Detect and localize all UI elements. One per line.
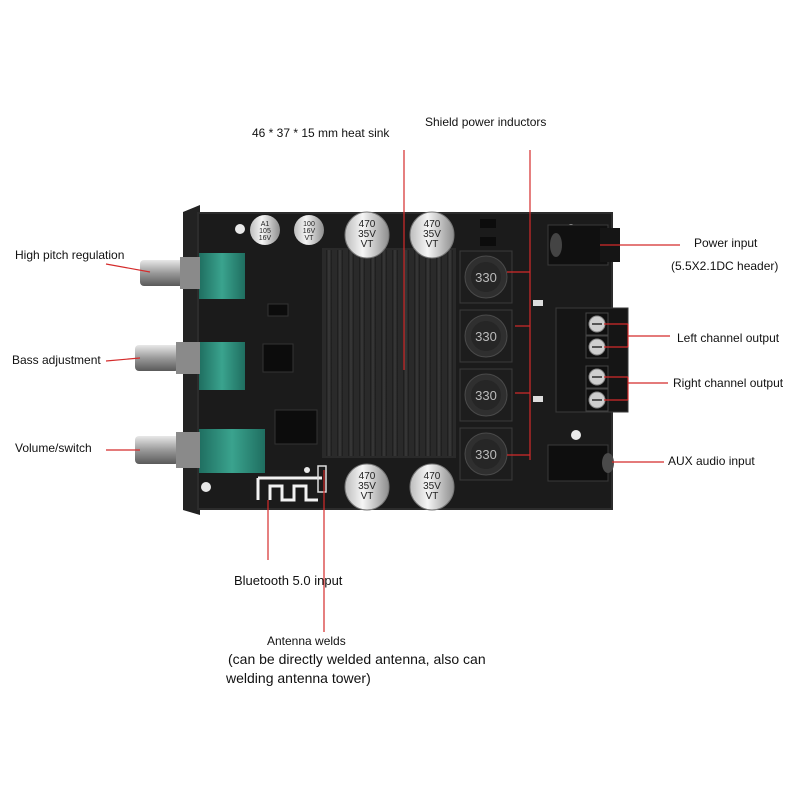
heat-sink-fin [436,250,442,456]
ic-chip [274,409,318,445]
speaker-terminal [585,365,609,389]
smd-part [480,237,496,246]
antenna-pad [317,465,327,493]
mount-hole [304,467,310,473]
capacitor-mark-text: 470 [359,471,376,482]
mount-hole [571,430,581,440]
label-high-pitch: High pitch regulation [15,248,125,262]
capacitor-mark-text: VT [361,491,374,502]
svg-text:100: 100 [303,221,315,228]
knob-high [140,257,200,289]
svg-text:VT: VT [305,235,315,242]
potentiometer-volume [199,429,265,473]
speaker-terminal-block [555,307,629,413]
label-bluetooth: Bluetooth 5.0 input [234,573,343,588]
knob-bass [135,342,200,374]
inductor-value-text: 330 [475,329,497,344]
heat-sink-fin [381,250,387,456]
heat-sink-fin [403,250,409,456]
mount-hole [235,224,245,234]
potentiometer-bass [199,342,245,390]
heat-sink [322,248,456,458]
label-antenna-title: Antenna welds [267,634,346,648]
ic-chip [267,303,289,317]
speaker-terminal [585,335,609,359]
label-heat-sink: 46 * 37 * 15 mm heat sink [252,126,390,140]
heat-sink-fin [348,250,354,456]
label-antenna-note-1: (can be directly welded antenna, also ca… [228,651,486,667]
label-volume: Volume/switch [15,441,92,455]
inductor-value-text: 330 [475,447,497,462]
label-right-channel: Right channel output [673,376,784,390]
smd-part [480,219,496,228]
callout-high [105,263,151,273]
label-bass: Bass adjustment [12,353,101,367]
heat-sink-fins [326,250,453,456]
heat-sink-fin [414,250,420,456]
speaker-terminal [585,388,609,412]
heat-sink-fin [447,250,453,456]
shield-inductor: 330 [459,427,513,481]
label-power-input: Power input [694,236,758,250]
capacitor-small-a: A1 105 16V [250,215,280,245]
heat-sink-fin [392,250,398,456]
svg-text:105: 105 [259,228,271,235]
heat-sink-fin [370,250,376,456]
svg-text:16V: 16V [259,235,272,242]
smd-part [533,300,543,306]
capacitor-mark-text: VT [426,491,439,502]
capacitor-mark-text: 470 [424,219,441,230]
potentiometer-high [199,253,245,299]
capacitor-mark-text: 35V [423,229,441,240]
capacitor-mark-text: 35V [423,481,441,492]
heat-sink-fin [337,250,343,456]
aux-jack [547,444,614,482]
shield-inductor: 330 [459,250,513,304]
smd-part [533,396,543,402]
bluetooth-antenna-trace [256,476,322,502]
inductor-value-text: 330 [475,388,497,403]
capacitor-small-b: 100 16V VT [294,215,324,245]
mount-hole [201,482,211,492]
heat-sink-fin [359,250,365,456]
capacitor-mark-text: VT [426,239,439,250]
label-aux: AUX audio input [668,454,755,468]
label-power-input-spec: (5.5X2.1DC header) [671,259,779,273]
capacitor-mark-text: 35V [358,481,376,492]
speaker-terminal [585,312,609,336]
capacitor-mark-text: 470 [424,471,441,482]
heat-sink-fin [425,250,431,456]
label-antenna-note-2: welding antenna tower) [226,670,371,686]
callout-bass [105,357,141,362]
heat-sink-fin [326,250,332,456]
svg-text:16V: 16V [303,228,316,235]
svg-text:A1: A1 [261,221,270,228]
shield-inductor: 330 [459,368,513,422]
label-left-channel: Left channel output [677,331,780,345]
knob-volume [135,432,200,468]
ic-chip [262,343,294,373]
inductor-value-text: 330 [475,270,497,285]
capacitor-mark-text: 35V [358,229,376,240]
capacitor-mark-text: VT [361,239,374,250]
shield-inductor: 330 [459,309,513,363]
inductor-group: 330 330 330 330 [459,250,513,481]
callout-lines [105,150,680,632]
capacitor-mark-text: 470 [359,219,376,230]
label-shield-inductors: Shield power inductors [425,115,547,129]
